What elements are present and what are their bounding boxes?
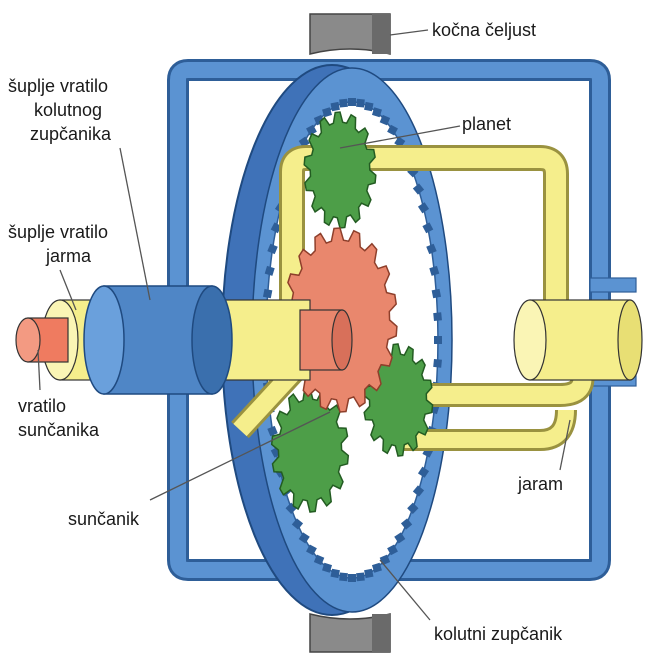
ring-tooth xyxy=(331,569,340,578)
ring-tooth xyxy=(339,572,348,581)
ring-tooth xyxy=(432,289,441,298)
ring-tooth xyxy=(263,289,272,298)
label-sun-shaft-1: vratilo xyxy=(18,396,66,416)
label-sun-gear: sunčanik xyxy=(68,509,140,529)
ring-tooth xyxy=(348,98,356,106)
label-ring-hollow-shaft-3: zupčanika xyxy=(30,124,112,144)
brake-caliper-top xyxy=(310,14,390,54)
ring-tooth xyxy=(356,572,365,581)
brake-caliper-bottom xyxy=(310,614,390,652)
ring-tooth xyxy=(433,312,442,321)
label-ring-gear: kolutni zupčanik xyxy=(434,624,563,644)
right-shaft xyxy=(514,300,642,380)
ring-tooth xyxy=(433,359,442,368)
label-ring-hollow-shaft-1: šuplje vratilo xyxy=(8,76,108,96)
left-shafts xyxy=(16,286,352,394)
label-brake-caliper: kočna čeljust xyxy=(432,20,536,40)
label-planet: planet xyxy=(462,114,511,134)
ring-tooth xyxy=(364,569,373,578)
ring-tooth xyxy=(356,99,365,108)
ring-tooth xyxy=(331,102,340,111)
ring-tooth xyxy=(434,336,442,344)
label-ring-hollow-shaft-2: kolutnog xyxy=(34,100,102,120)
label-yoke-hollow-shaft-2: jarma xyxy=(45,246,92,266)
label-yoke-hollow-shaft-1: šuplje vratilo xyxy=(8,222,108,242)
ring-tooth xyxy=(364,102,373,111)
label-yoke: jaram xyxy=(517,474,563,494)
label-sun-shaft-2: sunčanika xyxy=(18,420,100,440)
ring-tooth xyxy=(339,99,348,108)
ring-tooth xyxy=(348,574,356,582)
